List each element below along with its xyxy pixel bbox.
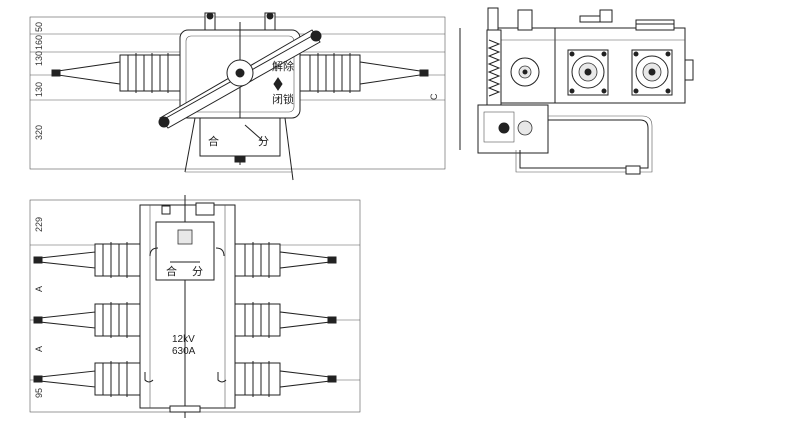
front-view-frame — [29, 16, 446, 170]
dim-160: 160 — [34, 35, 44, 50]
mechanism-box — [199, 117, 281, 157]
lock-arrow-icon — [273, 77, 283, 91]
dim-50: 50 — [34, 22, 44, 32]
top-bushing-right-1 — [234, 242, 337, 278]
dim-c: C — [429, 93, 439, 100]
label-lock: 闭锁 — [272, 92, 294, 106]
top-bushing-left-2 — [33, 302, 141, 338]
top-view: 229 A A 95 合 分 12kV 630A — [29, 195, 361, 418]
side-mechanism-box — [477, 104, 549, 154]
label-close: 合 — [208, 134, 219, 148]
rating-current: 630A — [172, 346, 196, 357]
dim-229: 229 — [34, 217, 44, 232]
top-label-open: 分 — [192, 265, 203, 278]
side-pipe — [519, 119, 649, 169]
flange-2 — [631, 49, 673, 96]
support-leg-left — [184, 117, 196, 173]
top-bushing-left-1 — [33, 242, 141, 278]
top-label-close: 合 — [166, 264, 177, 278]
rating-voltage: 12kV — [172, 334, 195, 345]
flange-1 — [567, 49, 609, 96]
dim-a-2: A — [34, 346, 44, 352]
top-bushing-left-3 — [33, 361, 141, 397]
dim-320: 320 — [34, 125, 44, 140]
dim-a-1: A — [34, 286, 44, 292]
dim-130-a: 130 — [34, 51, 44, 66]
top-bushing-right-2 — [234, 302, 337, 338]
front-view: 160 50 130 130 320 C — [29, 12, 446, 181]
label-open: 分 — [258, 135, 269, 148]
top-bushing-right-3 — [234, 361, 337, 397]
side-view — [459, 7, 694, 175]
label-unlock: 解除 — [272, 59, 294, 73]
right-bushing — [299, 53, 429, 93]
support-leg-right — [284, 117, 294, 181]
operating-handle — [158, 29, 322, 129]
dim-130-b: 130 — [34, 82, 44, 97]
left-bushing — [51, 53, 181, 93]
dim-95: 95 — [34, 388, 44, 398]
